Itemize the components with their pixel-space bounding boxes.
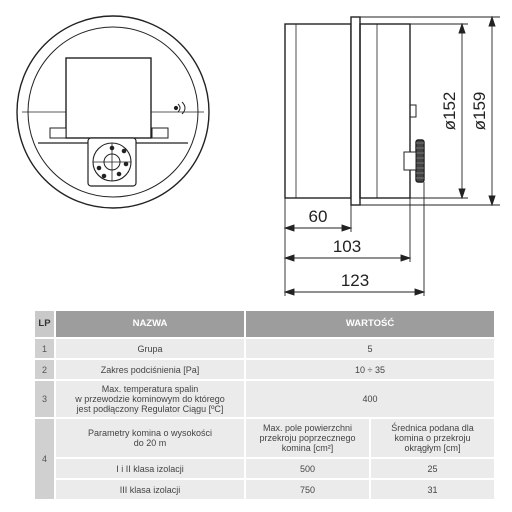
subheader-line: Max. pole powierzchni [262,423,353,433]
subheader-line: przekroju poprzecznego [259,433,356,443]
table-row: III klasa izolacji 750 31 [35,479,497,501]
row-name: Grupa [55,338,246,360]
row-value: 5 [245,338,497,360]
table-header: LP NAZWA WARTOŚĆ [35,311,497,339]
side-body-left [284,23,352,199]
dim-label-152: ø152 [440,92,459,131]
spring-symbol [177,101,186,115]
dim-label-159: ø159 [470,92,489,131]
right-bracket [151,127,169,139]
subheader-diameter: Średnica podana dla komina o przekroju o… [370,418,497,459]
name-line: Max. temperatura spalin [101,384,199,394]
row-name: I i II klasa izolacji [55,458,246,480]
side-flange [350,16,361,206]
row-lp: 1 [35,338,56,360]
row-lp: 3 [35,380,56,419]
name-line: w przewodzie kominowym do którego [75,394,225,404]
front-view [16,15,210,209]
header-name: NAZWA [55,311,246,339]
row-value-diameter: 25 [370,458,497,480]
left-bracket [49,127,67,139]
param-label: Parametry komina o wysokości do 20 m [55,418,246,459]
row-value-area: 500 [245,458,371,480]
dimension-lines [283,15,500,296]
technical-drawing: ø152 ø159 60 103 123 [16,15,500,296]
spec-table: LP NAZWA WARTOŚĆ 1 Grupa 5 2 Zakres podc… [35,311,497,501]
row-value: 10 ÷ 35 [245,359,497,381]
damper-flap [65,57,152,139]
side-body-right [359,23,411,199]
dim-label-60: 60 [309,207,328,226]
side-view [284,16,425,206]
dim-label-123: 123 [341,271,369,290]
side-knob [415,139,425,183]
table-row: 2 Zakres podciśnienia [Pa] 10 ÷ 35 [35,359,497,381]
table-row: 3 Max. temperatura spalin w przewodzie k… [35,380,497,419]
table-row: I i II klasa izolacji 500 25 [35,458,497,480]
table-row: 4 Parametry komina o wysokości do 20 m M… [35,418,497,501]
subheader-line: komina o przekroju [394,433,471,443]
row-name: III klasa izolacji [55,479,246,501]
subheader-line: okrągłym [cm] [404,443,461,453]
row-name: Max. temperatura spalin w przewodzie kom… [55,380,246,419]
row-value-area: 750 [245,479,371,501]
subheader-line: Średnica podana dla [391,423,474,433]
row-lp: 4 [35,418,56,501]
name-line: jest podłączony Regulator Ciągu [ºC] [76,404,224,414]
outer-ring [16,15,210,209]
row-lp: 2 [35,359,56,381]
side-tab [409,104,417,118]
subheader-area: Max. pole powierzchni przekroju poprzecz… [245,418,371,459]
param-line: Parametry komina o wysokości [87,428,213,438]
table-row: 1 Grupa 5 [35,338,497,360]
row-name: Zakres podciśnienia [Pa] [55,359,246,381]
header-lp: LP [35,311,56,339]
row-value-diameter: 31 [370,479,497,501]
header-value: WARTOŚĆ [245,311,497,339]
subheader-line: komina [cm²] [281,443,334,453]
row-value: 400 [245,380,497,419]
dim-label-103: 103 [333,237,361,256]
param-line: do 20 m [133,438,167,448]
